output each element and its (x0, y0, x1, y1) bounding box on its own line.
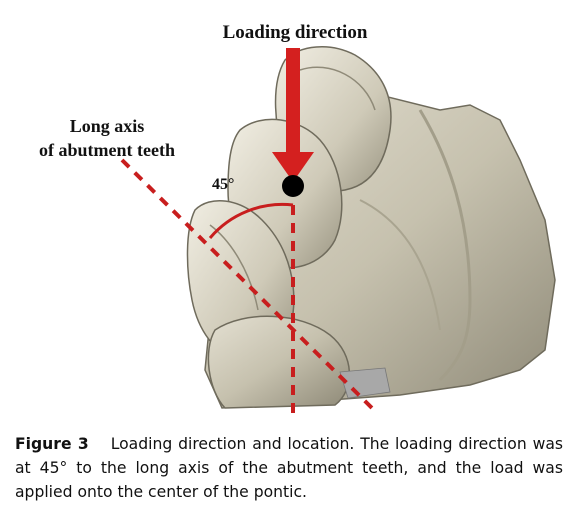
figure-number: Figure 3 (15, 435, 89, 453)
loading-direction-label: Loading direction (222, 22, 368, 43)
tooth-model-illustration (120, 46, 556, 418)
caption-text: Loading direction and location. The load… (15, 435, 563, 501)
long-axis-label: Long axis of abutment teeth (12, 114, 202, 162)
lower-tooth (207, 315, 351, 409)
dental-model-figure: Loading direction Long axis of abutment … (12, 22, 556, 418)
loading-arrow-head (272, 152, 314, 182)
long-axis-line (120, 158, 378, 414)
loading-arrow-shaft (286, 48, 300, 156)
load-point (282, 175, 304, 197)
angle-label: 45° (212, 176, 235, 193)
angle-arc (208, 202, 294, 239)
long-axis-label-line2: of abutment teeth (39, 140, 175, 160)
jaw-ridge (418, 109, 472, 382)
upper-tooth-inner (299, 66, 376, 111)
jaw-ridge-2 (359, 199, 441, 331)
long-axis-label-line1: Long axis (69, 116, 145, 136)
